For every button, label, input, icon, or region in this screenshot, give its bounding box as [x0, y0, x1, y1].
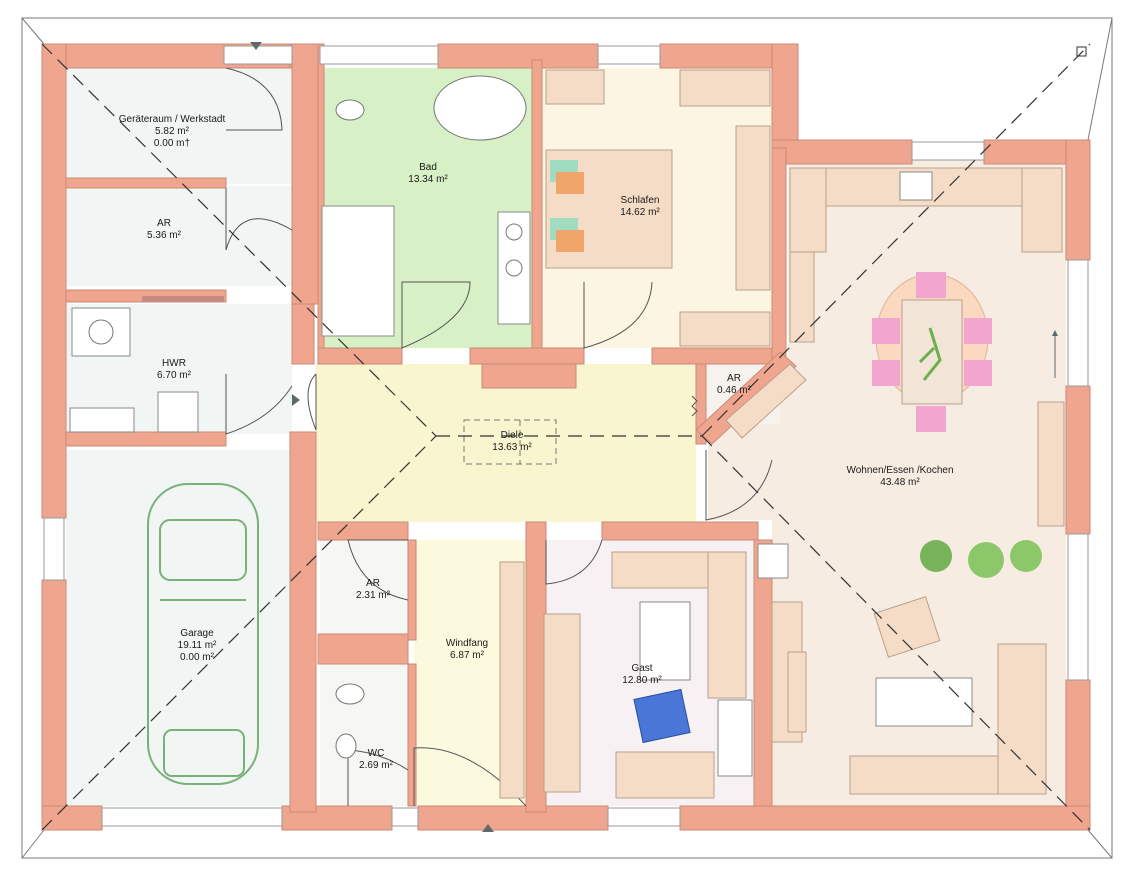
room-label-ar2: AR 0.46 m² [717, 373, 751, 397]
room-label-schlafen: Schlafen 14.62 m² [620, 195, 659, 219]
room-area-secondary: 0.00 m† [153, 138, 191, 149]
room-name: HWR [162, 358, 186, 369]
room-name: Bad [419, 162, 437, 173]
room-area: 14.62 m² [620, 207, 660, 218]
floor-diele [316, 364, 696, 522]
floor-ar1 [66, 186, 292, 286]
room-area: 13.63 m² [492, 442, 532, 453]
hwr-fixtures [69, 296, 224, 433]
room-label-garage: Garage 19.11 m² 0.00 m² [178, 628, 217, 664]
room-area: 5.36 m² [147, 230, 181, 241]
walls [41, 43, 1091, 831]
floor-geraeteraum [66, 68, 292, 184]
room-label-ar3: AR 2.31 m² [356, 578, 390, 602]
room-name: Gast [631, 663, 653, 674]
room-name: AR [366, 578, 380, 589]
dining-table [872, 272, 992, 432]
room-label-wc: WC 2.69 m² [359, 748, 393, 772]
room-name: WC [367, 748, 385, 759]
room-area: 6.87 m² [450, 650, 484, 661]
room-area-secondary: 0.00 m² [180, 652, 214, 663]
room-area: 2.31 m² [356, 590, 390, 601]
room-name: Schlafen [620, 195, 660, 206]
room-area: 19.11 m² [177, 640, 217, 651]
arrow-markers [250, 42, 1058, 832]
bathroom-fixtures [321, 75, 531, 337]
room-label-gast: Gast 12.80 m² [622, 663, 661, 687]
room-area: 6.70 m² [157, 370, 191, 381]
living-furniture [725, 363, 1065, 795]
room-area: 0.46 m² [717, 385, 751, 396]
room-area: 43.48 m² [880, 477, 920, 488]
room-name: Garage [180, 628, 214, 639]
diele-markers [463, 419, 557, 465]
windows [43, 45, 1089, 827]
kitchen-counter [789, 167, 1063, 343]
room-label-diele: Diele 13.63 m² [492, 430, 531, 454]
room-label-wohnen: Wohnen/Essen /Kochen 43.48 m² [846, 465, 953, 489]
room-name: Geräteraum / Werkstadt [118, 114, 226, 125]
room-name: Windfang [445, 638, 489, 649]
floor-ar3 [320, 540, 408, 640]
roof-ridge-lines [41, 43, 1091, 831]
room-label-ar1: AR 5.36 m² [147, 218, 181, 242]
balustrade [691, 395, 698, 417]
room-name: AR [727, 373, 741, 384]
guest-furniture [543, 551, 753, 799]
room-area: 12.80 m² [622, 675, 662, 686]
room-area: 2.69 m² [359, 760, 393, 771]
room-label-hwr: HWR 6.70 m² [157, 358, 191, 382]
room-label-geraeteraum: Geräteraum / Werkstadt 5.82 m² 0.00 m† [119, 114, 226, 150]
room-label-bad: Bad 13.34 m² [408, 162, 447, 186]
room-name: AR [157, 218, 171, 229]
room-name: Wohnen/Essen /Kochen [846, 465, 954, 476]
bedroom-furniture [545, 69, 771, 347]
car-outline [147, 483, 259, 785]
floor-wc [320, 664, 408, 806]
room-area: 5.82 m² [155, 126, 189, 137]
room-name: Diele [500, 430, 524, 441]
wc-fixtures [335, 561, 525, 799]
room-area: 13.34 m² [408, 174, 448, 185]
room-label-windfang: Windfang 6.87 m² [446, 638, 488, 662]
